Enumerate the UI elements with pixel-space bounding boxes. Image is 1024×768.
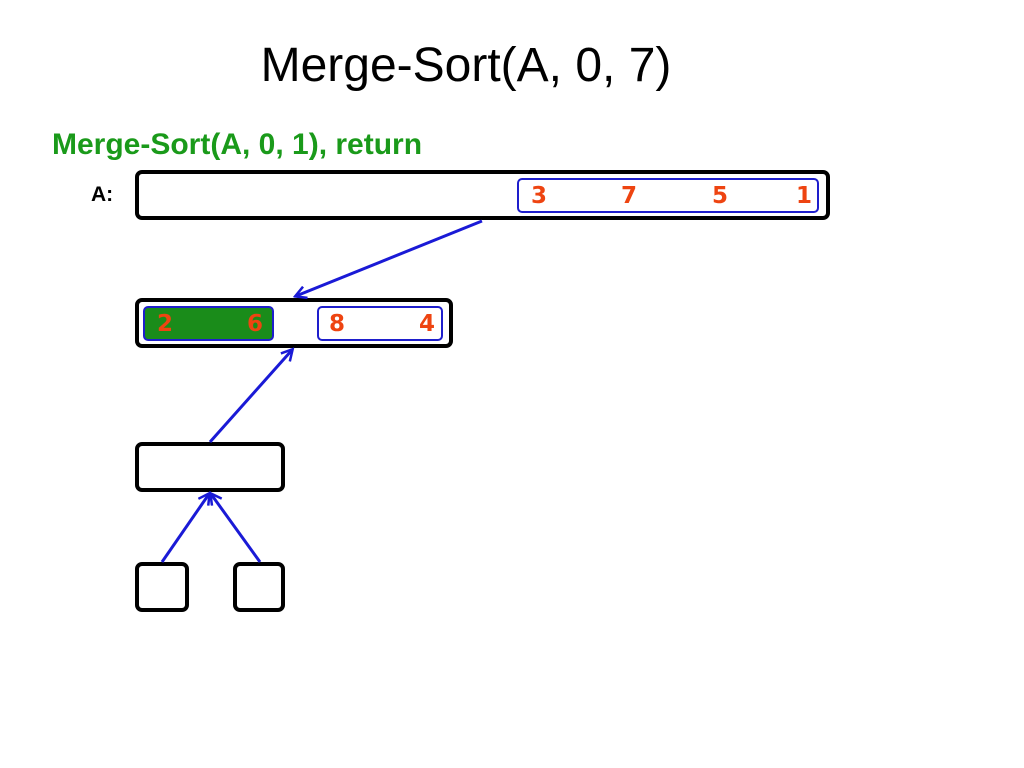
status-caption: Merge-Sort(A, 0, 1), return <box>52 128 423 161</box>
level1-value-3: 4 <box>419 311 436 337</box>
level1-value-1: 6 <box>247 311 264 337</box>
level2-array-box <box>135 442 285 492</box>
arrow-top-to-level1 <box>296 219 483 296</box>
arrow-level2-to-level1 <box>208 350 292 443</box>
slide-title: Merge-Sort(A, 0, 7) <box>260 39 672 92</box>
level1-value-0: 2 <box>157 311 174 337</box>
arrow-level3-right-to-level2 <box>211 494 262 563</box>
level1-value-2: 8 <box>329 311 346 337</box>
level1-sorted-pair <box>143 306 274 341</box>
arrow-level3-left-to-level2 <box>160 494 209 563</box>
array-a-value-7: 1 <box>796 183 813 209</box>
array-a-value-5: 7 <box>621 183 638 209</box>
array-a-value-6: 5 <box>712 183 729 209</box>
array-a-right-half <box>517 178 819 213</box>
level3-right-box <box>233 562 285 612</box>
array-a-value-4: 3 <box>531 183 548 209</box>
level1-unsorted-pair <box>317 306 443 341</box>
level3-left-box <box>135 562 189 612</box>
array-label: A: <box>91 183 114 206</box>
